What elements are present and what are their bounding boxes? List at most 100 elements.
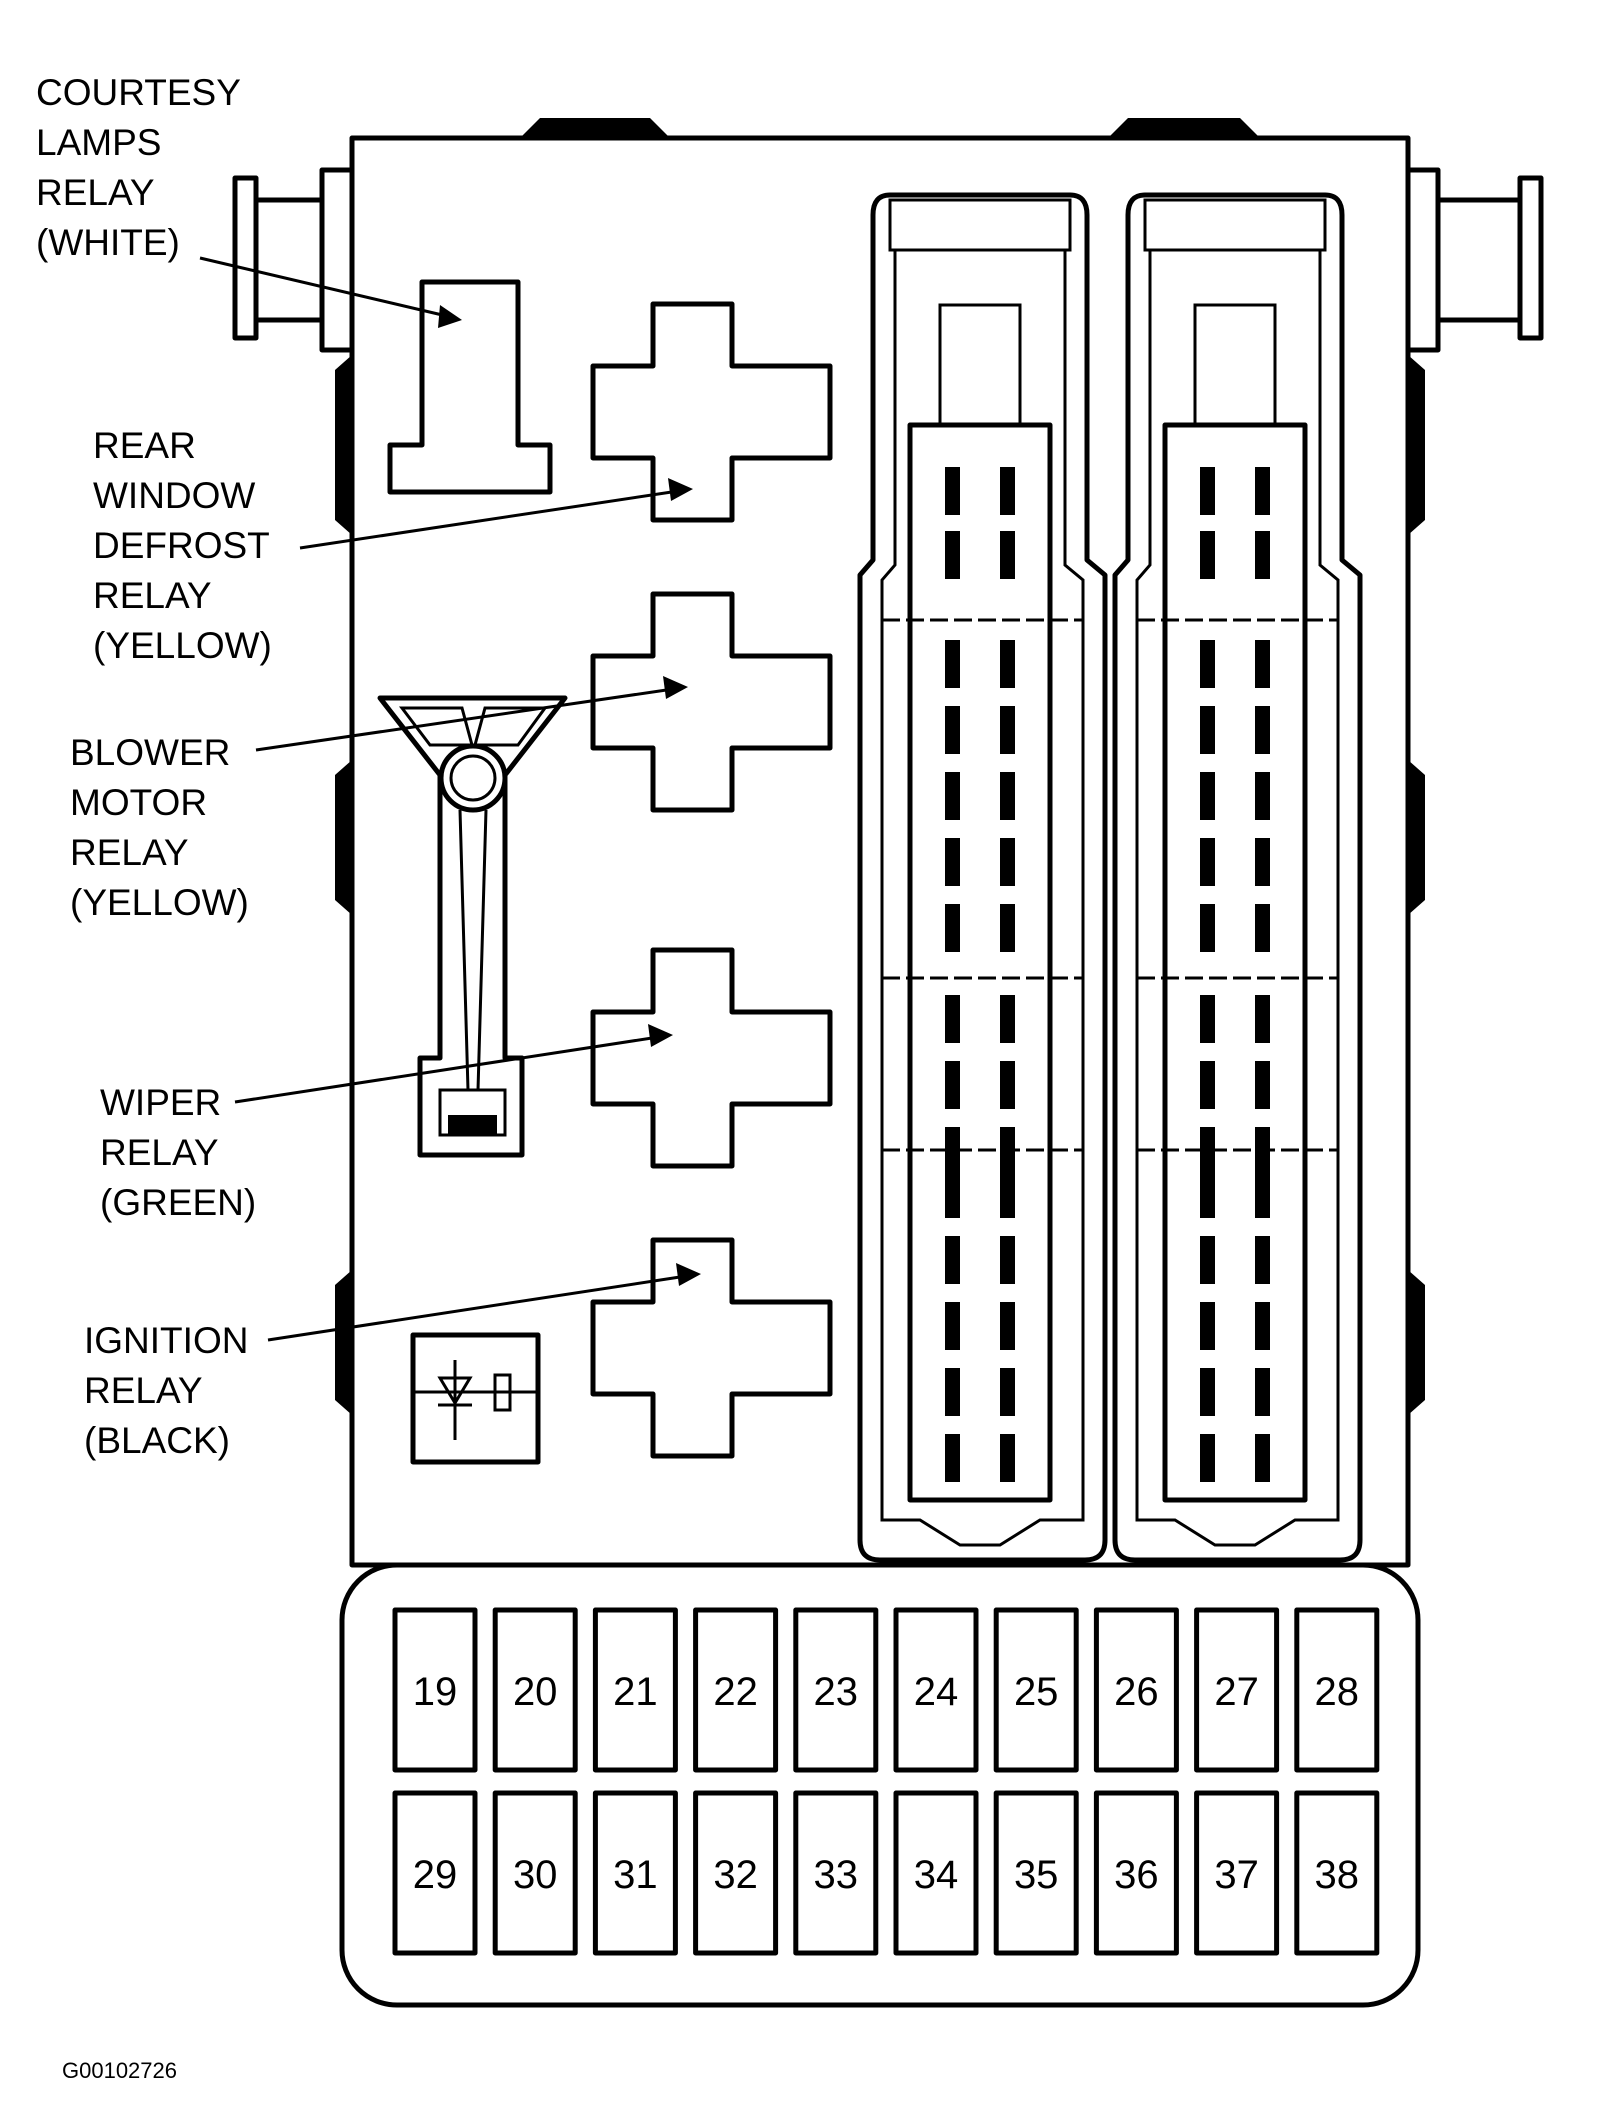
fuse-25: 25: [993, 1607, 1079, 1773]
fuse-number: 35: [1014, 1853, 1059, 1897]
connector-pin: [945, 1236, 960, 1284]
fuse-number: 38: [1315, 1853, 1360, 1897]
connector-pin: [1000, 1434, 1015, 1482]
svg-text:LAMPS: LAMPS: [36, 122, 161, 163]
fuse-number: 23: [814, 1670, 859, 1714]
fuse-number: 22: [713, 1670, 758, 1714]
label-wiper-relay: WIPER RELAY (GREEN): [100, 1082, 256, 1223]
leader-lines: [199, 256, 701, 1342]
connector-pin: [945, 995, 960, 1043]
connector-pin: [1255, 1170, 1270, 1218]
relay-blower-motor: [590, 591, 833, 813]
figure-code: G00102726: [62, 2058, 177, 2083]
connector-pin: [1000, 838, 1015, 886]
fuse-puller: [377, 695, 568, 1158]
fuse-number: 26: [1114, 1670, 1159, 1714]
connector-pin: [945, 1061, 960, 1109]
fuse-number: 34: [914, 1853, 959, 1897]
connector-pin: [1000, 1302, 1015, 1350]
connector-pin: [1000, 904, 1015, 952]
svg-text:(GREEN): (GREEN): [100, 1182, 256, 1223]
diode-block: [410, 1332, 541, 1465]
connector-pin: [1255, 706, 1270, 754]
fuse-20: 20: [492, 1607, 578, 1773]
svg-text:RELAY: RELAY: [93, 575, 212, 616]
connector-pin: [1255, 1302, 1270, 1350]
connector-pin: [1200, 995, 1215, 1043]
connector-pin: [1255, 467, 1270, 515]
connector-pin: [945, 1434, 960, 1482]
svg-text:(BLACK): (BLACK): [84, 1420, 230, 1461]
connector-pin: [1255, 1061, 1270, 1109]
fuse-number: 37: [1214, 1853, 1259, 1897]
svg-text:COURTESY: COURTESY: [36, 72, 241, 113]
fuse-number: 33: [814, 1853, 859, 1897]
label-courtesy-lamps-relay: COURTESY LAMPS RELAY (WHITE): [36, 72, 241, 263]
connector-pin: [1200, 1236, 1215, 1284]
connector-pin: [1200, 467, 1215, 515]
fuse-number: 27: [1214, 1670, 1259, 1714]
fuse-29: 29: [392, 1790, 478, 1956]
connector-pin: [1200, 772, 1215, 820]
connector-pin: [1255, 995, 1270, 1043]
label-blower-motor-relay: BLOWER MOTOR RELAY (YELLOW): [70, 732, 249, 923]
connector-pin: [1000, 1127, 1015, 1175]
fuse-30: 30: [492, 1790, 578, 1956]
fuse-28: 28: [1294, 1607, 1380, 1773]
label-ignition-relay: IGNITION RELAY (BLACK): [84, 1320, 248, 1461]
connector-pin: [1200, 1170, 1215, 1218]
connector-pin: [1000, 1061, 1015, 1109]
connector-pin: [945, 1170, 960, 1218]
svg-text:RELAY: RELAY: [36, 172, 155, 213]
fuse-32: 32: [693, 1790, 779, 1956]
fuse-number: 24: [914, 1670, 959, 1714]
connector-pin: [1200, 706, 1215, 754]
connector-pin: [945, 467, 960, 515]
diode-icon: [437, 1360, 473, 1440]
connector-pin: [945, 706, 960, 754]
svg-text:(YELLOW): (YELLOW): [70, 882, 249, 923]
fuse-number: 28: [1315, 1670, 1360, 1714]
svg-text:WIPER: WIPER: [100, 1082, 221, 1123]
fuse-19: 19: [392, 1607, 478, 1773]
svg-text:RELAY: RELAY: [84, 1370, 203, 1411]
fuse-number: 32: [713, 1853, 758, 1897]
svg-text:BLOWER: BLOWER: [70, 732, 230, 773]
fuse-21: 21: [592, 1607, 678, 1773]
connector-pin: [945, 531, 960, 579]
connector-pin: [1255, 904, 1270, 952]
fuse-24: 24: [893, 1607, 979, 1773]
connector-pin: [1000, 706, 1015, 754]
svg-text:RELAY: RELAY: [100, 1132, 219, 1173]
fuse-26: 26: [1093, 1607, 1179, 1773]
connector-left: [857, 192, 1108, 1563]
connector-pin: [1000, 1368, 1015, 1416]
connector-pin: [945, 1127, 960, 1175]
svg-text:MOTOR: MOTOR: [70, 782, 207, 823]
connector-pin: [1200, 838, 1215, 886]
relay-ignition: [590, 1237, 833, 1459]
svg-text:WINDOW: WINDOW: [93, 475, 255, 516]
fuse-panel: [339, 1562, 1421, 2008]
connector-pin: [1255, 1236, 1270, 1284]
fuse-35: 35: [993, 1790, 1079, 1956]
connector-pin: [1200, 640, 1215, 688]
relay-wiper: [590, 947, 833, 1169]
fuse-34: 34: [893, 1790, 979, 1956]
connector-pin: [945, 904, 960, 952]
connector-pin: [1000, 1236, 1015, 1284]
fuse-33: 33: [793, 1790, 879, 1956]
connector-pin: [1200, 1302, 1215, 1350]
connector-pin: [1200, 1061, 1215, 1109]
fuse-number: 25: [1014, 1670, 1059, 1714]
fuse-22: 22: [693, 1607, 779, 1773]
connector-pin: [945, 1302, 960, 1350]
fuse-37: 37: [1194, 1790, 1280, 1956]
fuse-number: 36: [1114, 1853, 1159, 1897]
label-rear-window-defrost-relay: REAR WINDOW DEFROST RELAY (YELLOW): [93, 425, 272, 666]
courtesy-lamps-relay: [387, 279, 553, 495]
connector-pin: [945, 838, 960, 886]
connector-pin: [1200, 531, 1215, 579]
connector-pin: [1255, 640, 1270, 688]
